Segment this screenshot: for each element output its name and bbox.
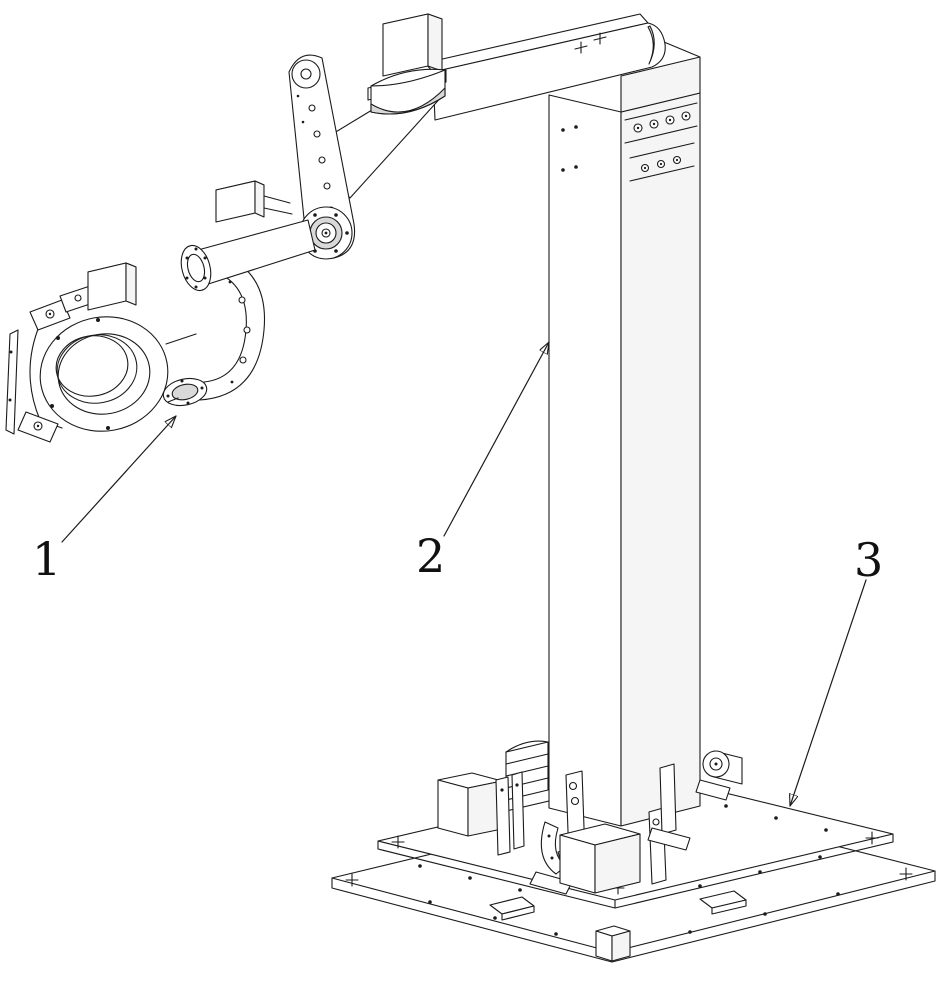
foot-pad-left xyxy=(489,896,535,921)
base-motor-right xyxy=(695,750,743,801)
ring-mount-box xyxy=(87,262,137,311)
callout-3: 3 xyxy=(790,533,883,807)
leader-line-1 xyxy=(61,415,177,543)
base-box-front xyxy=(559,823,641,894)
ring-outer xyxy=(39,316,169,432)
shoulder-motor xyxy=(367,13,447,115)
foot-block-front xyxy=(595,925,631,962)
label-2: 2 xyxy=(416,529,445,583)
label-1: 1 xyxy=(32,532,61,586)
shoulder-joint-cylinder xyxy=(370,68,446,115)
column-right-face xyxy=(620,92,701,827)
wrist-upper-flange xyxy=(180,244,212,292)
leader-line-2 xyxy=(443,341,550,537)
column-left-face xyxy=(548,94,622,827)
support-column xyxy=(548,41,701,827)
foot-pad-right xyxy=(699,890,747,915)
beam-front-face xyxy=(432,22,666,121)
wrist-lower-flange xyxy=(162,377,208,407)
forearm xyxy=(162,180,316,407)
clamp-brackets xyxy=(5,285,97,443)
bracket-plates-right xyxy=(647,763,691,885)
end-effector-ring xyxy=(5,262,197,443)
wrist-gearbox xyxy=(215,180,293,223)
callout-2: 2 xyxy=(416,341,550,583)
motor-box xyxy=(382,13,429,77)
elbow-joint xyxy=(299,206,353,260)
callout-1: 1 xyxy=(32,415,177,586)
base-box-left xyxy=(437,772,503,837)
lower-plate-holes xyxy=(345,867,913,936)
leader-line-3 xyxy=(790,579,867,807)
bracket-plates-left xyxy=(495,771,525,856)
base-fixtures xyxy=(437,740,747,962)
top-arm-beam xyxy=(424,13,666,121)
label-3: 3 xyxy=(854,533,883,587)
column-bolt-band-lower xyxy=(561,125,695,182)
column-bolt-band-upper xyxy=(624,102,698,144)
